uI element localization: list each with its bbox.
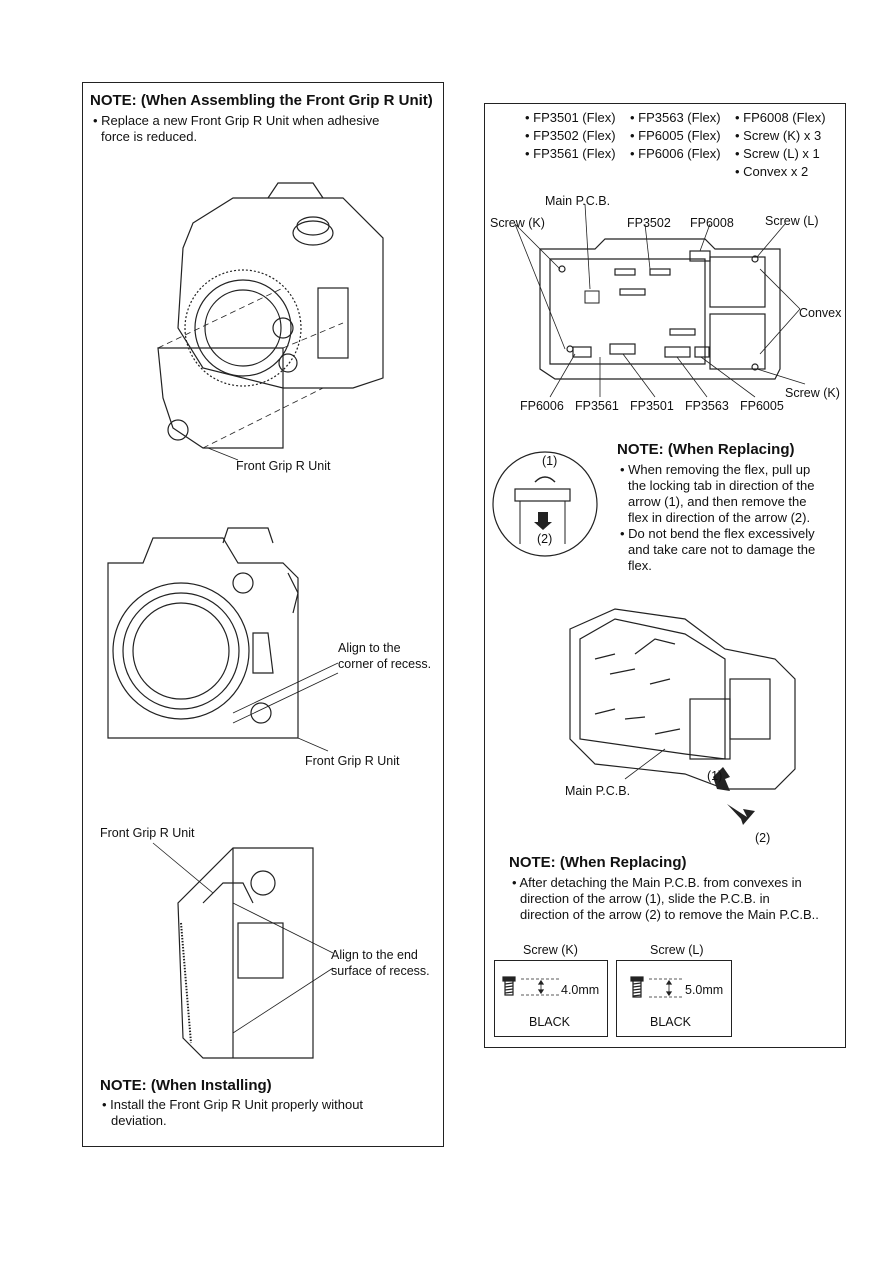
assembling-note-line-2: force is reduced. xyxy=(101,129,198,144)
fp6008-label: FP6008 xyxy=(690,216,734,230)
fig3-align-label-1: Align to the end xyxy=(331,948,418,962)
assembling-note-title: NOTE: (When Assembling the Front Grip R … xyxy=(90,92,433,109)
replacing-note-1-line: • Do not bend the flex excessively xyxy=(620,526,815,541)
replacing-note-2-line: • After detaching the Main P.C.B. from c… xyxy=(512,875,802,890)
screw-k-icon xyxy=(502,976,561,996)
part-item: • FP6005 (Flex) xyxy=(630,128,721,143)
fp3501-label: FP3501 xyxy=(630,399,674,413)
screw-k-spec-box: 4.0mm BLACK xyxy=(494,960,608,1037)
camera-grip-exploded-illustration xyxy=(157,182,384,461)
convex-label: Convex xyxy=(799,306,842,320)
part-item: • FP3561 (Flex) xyxy=(525,146,616,161)
screw-l-color: BLACK xyxy=(650,1015,691,1029)
fig2-align-label-2: corner of recess. xyxy=(338,657,432,671)
screw-l-title: Screw (L) xyxy=(650,943,704,957)
screw-l-icon xyxy=(630,976,684,998)
right-panel: • FP3501 (Flex) • FP3502 (Flex) • FP3561… xyxy=(484,103,846,1048)
parts-list-col-3: • FP6008 (Flex) • Screw (K) x 3 • Screw … xyxy=(735,110,826,182)
left-panel: NOTE: (When Assembling the Front Grip R … xyxy=(82,82,444,1147)
camera-side-view-illustration xyxy=(152,842,334,1059)
part-item: • FP6006 (Flex) xyxy=(630,146,721,161)
replacing-note-2-line: direction of the arrow (2) to remove the… xyxy=(520,907,819,922)
screw-k-color: BLACK xyxy=(529,1015,570,1029)
part-item: • FP3502 (Flex) xyxy=(525,128,616,143)
fig2-align-label-1: Align to the xyxy=(338,641,401,655)
screw-l-spec-box: 5.0mm BLACK xyxy=(616,960,732,1037)
fp3561-label: FP3561 xyxy=(575,399,619,413)
screw-k-top-label: Screw (K) xyxy=(490,216,545,230)
flex-removal-detail-illustration xyxy=(492,451,598,557)
removal-main-pcb-label: Main P.C.B. xyxy=(565,784,631,798)
part-item: • FP3563 (Flex) xyxy=(630,110,721,125)
replacing-note-1-line: flex in direction of the arrow (2). xyxy=(628,510,811,525)
replacing-note-1-line: the locking tab in direction of the xyxy=(628,478,815,493)
pcb-removal-illustration xyxy=(569,608,796,825)
installing-note-line-2: deviation. xyxy=(111,1113,167,1128)
part-item: • Convex x 2 xyxy=(735,164,809,179)
part-item: • FP3501 (Flex) xyxy=(525,110,616,125)
fp3563-label: FP3563 xyxy=(685,399,729,413)
part-item: • Screw (L) x 1 xyxy=(735,146,820,161)
parts-list-col-1: • FP3501 (Flex) • FP3502 (Flex) • FP3561… xyxy=(525,110,616,164)
installing-note-line-1: • Install the Front Grip R Unit properly… xyxy=(102,1097,364,1112)
fp3502-label: FP3502 xyxy=(627,216,671,230)
parts-list-col-2: • FP3563 (Flex) • FP6005 (Flex) • FP6006… xyxy=(630,110,721,164)
replacing-note-1-line: and take care not to damage the xyxy=(628,542,816,557)
fig2-front-grip-label: Front Grip R Unit xyxy=(305,754,400,768)
replacing-note-2-line: direction of the arrow (1), slide the P.… xyxy=(520,891,770,906)
removal-arrow-1-label: (1) xyxy=(707,769,723,783)
screw-l-length: 5.0mm xyxy=(685,983,724,997)
screw-l-label: Screw (L) xyxy=(765,214,819,228)
screw-k-bottom-label: Screw (K) xyxy=(785,386,840,400)
part-item: • FP6008 (Flex) xyxy=(735,110,826,125)
camera-front-view-illustration xyxy=(107,527,339,752)
screw-k-title: Screw (K) xyxy=(523,943,578,957)
fig3-front-grip-label: Front Grip R Unit xyxy=(100,826,195,840)
main-pcb-label: Main P.C.B. xyxy=(545,194,611,208)
replacing-note-2-title: NOTE: (When Replacing) xyxy=(509,854,687,871)
screw-k-length: 4.0mm xyxy=(561,983,600,997)
assembling-note-line-1: • Replace a new Front Grip R Unit when a… xyxy=(93,113,380,128)
fp6006-label: FP6006 xyxy=(520,399,564,413)
detail-arrow-2-label: (2) xyxy=(537,532,553,546)
removal-arrow-2-label: (2) xyxy=(755,831,771,845)
replacing-note-1-title: NOTE: (When Replacing) xyxy=(617,441,795,458)
detail-arrow-1-label: (1) xyxy=(542,454,558,468)
main-pcb-illustration xyxy=(514,203,806,398)
fp6005-label: FP6005 xyxy=(740,399,784,413)
replacing-note-1-line: arrow (1), and then remove the xyxy=(628,494,807,509)
installing-note-title: NOTE: (When Installing) xyxy=(100,1077,272,1094)
fig1-front-grip-label: Front Grip R Unit xyxy=(236,459,331,473)
replacing-note-1-line: flex. xyxy=(628,558,652,573)
part-item: • Screw (K) x 3 xyxy=(735,128,822,143)
fig3-align-label-2: surface of recess. xyxy=(331,964,430,978)
replacing-note-1-line: • When removing the flex, pull up xyxy=(620,462,811,477)
